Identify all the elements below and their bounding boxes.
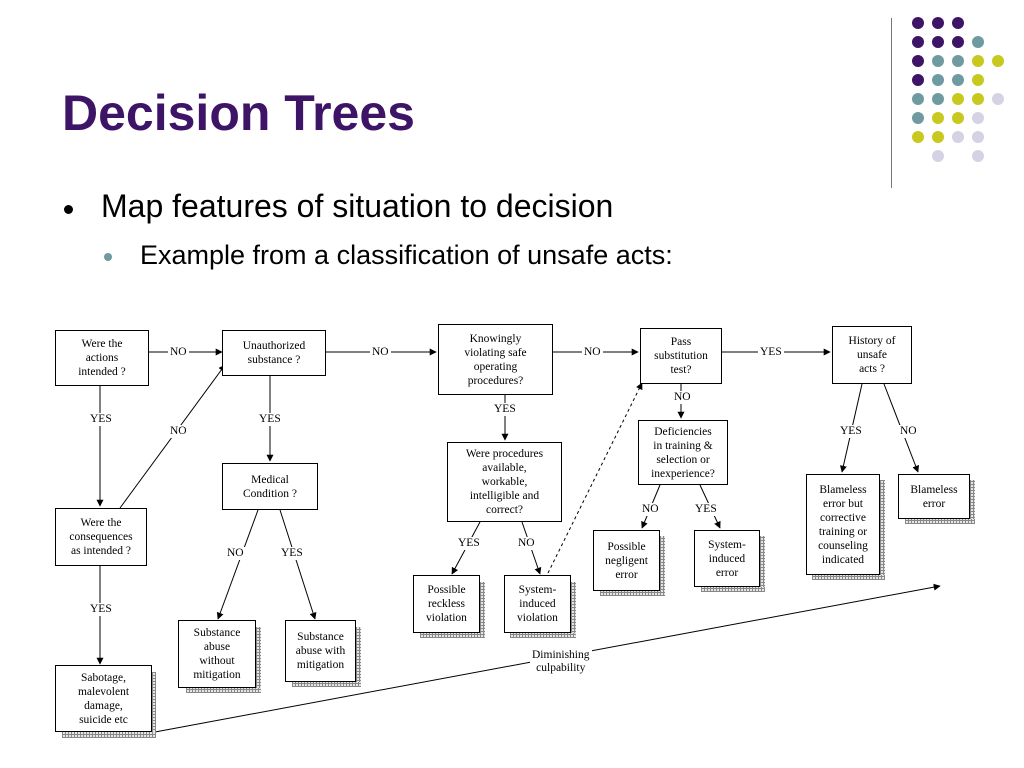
dot-icon [972,36,984,48]
dot-icon [912,93,924,105]
edge-label-yes: YES [257,413,283,426]
edge-label-yes: YES [88,603,114,616]
outcome-possible-reckless-violation: Possible reckless violation [413,575,480,633]
box-shadow [571,582,576,638]
edge-label-no: NO [168,425,189,438]
outcome-substance-abuse-without-mitigation: Substance abuse without mitigation [178,620,256,688]
box-shadow [905,519,975,524]
outcome-sabotage: Sabotage, malevolent damage, suicide etc [55,665,152,732]
outcome-system-induced-violation: System- induced violation [504,575,571,633]
dot-icon [932,150,944,162]
node-medical-condition: Medical Condition ? [222,463,318,510]
dot-icon [952,17,964,29]
box-shadow [186,688,261,693]
dot-icon [972,150,984,162]
node-history-unsafe-acts: History of unsafe acts ? [832,326,912,384]
dot-icon [992,55,1004,67]
outcome-substance-abuse-with-mitigation: Substance abuse with mitigation [285,620,356,682]
dot-icon [912,112,924,124]
dot-icon [932,55,944,67]
bullet-dot-icon [64,205,73,214]
dot-icon [972,112,984,124]
dot-icon [932,36,944,48]
node-knowingly-violating: Knowingly violating safe operating proce… [438,324,553,395]
edge-label-no: NO [370,346,391,359]
dot-icon [952,36,964,48]
box-shadow [420,633,485,638]
dot-icon [972,55,984,67]
dot-icon [952,93,964,105]
box-shadow [356,627,361,687]
dot-icon [952,55,964,67]
box-shadow [62,732,156,738]
dot-icon [912,55,924,67]
outcome-system-induced-error: System- induced error [694,530,760,587]
box-shadow [812,575,885,580]
edge-label-yes: YES [456,537,482,550]
dot-icon [932,93,944,105]
edge-label-yes: YES [279,547,305,560]
dot-icon [912,36,924,48]
box-shadow [292,682,361,687]
dot-icon [972,74,984,86]
edge-label-no: NO [168,346,189,359]
edge-label-yes: YES [838,425,864,438]
box-shadow [760,536,765,592]
dot-icon [912,74,924,86]
dot-icon [912,131,924,143]
node-unauthorized-substance: Unauthorized substance ? [222,330,326,376]
outcome-blameless-error: Blameless error [898,474,970,519]
box-shadow [880,480,885,580]
node-consequences-intended: Were the consequences as intended ? [55,508,147,566]
box-shadow [660,536,665,596]
edge-label-yes: YES [693,503,719,516]
dot-icon [952,74,964,86]
box-shadow [970,480,975,524]
edge-label-no: NO [672,391,693,404]
bullet-dot-icon [104,253,112,261]
dot-icon [952,131,964,143]
box-shadow [152,672,156,736]
edge-label-yes: YES [492,403,518,416]
box-shadow [480,582,485,638]
box-shadow [600,591,665,596]
node-pass-substitution-test: Pass substitution test? [640,328,722,384]
edge-label-yes: YES [88,413,114,426]
edge-label-no: NO [898,425,919,438]
dot-icon [932,74,944,86]
dot-icon [932,112,944,124]
edge-label-no: NO [225,547,246,560]
edge-label-no: NO [516,537,537,550]
node-procedures-available: Were procedures available, workable, int… [447,442,562,522]
dot-icon [912,17,924,29]
edge-label-yes: YES [758,346,784,359]
dot-icon [972,93,984,105]
decorative-divider-line [891,18,892,188]
slide-title: Decision Trees [62,85,415,141]
box-shadow [510,633,576,638]
dot-icon [952,112,964,124]
diminishing-culpability-label: Diminishing culpability [530,649,592,675]
box-shadow [256,627,261,692]
node-actions-intended: Were the actions intended ? [55,330,149,386]
bullet-text-2: Example from a classification of unsafe … [140,240,673,270]
dot-icon [932,17,944,29]
edge-label-no: NO [582,346,603,359]
bullet-text-1: Map features of situation to decision [101,188,614,224]
box-shadow [701,587,765,592]
outcome-possible-negligent-error: Possible negligent error [593,530,660,591]
node-deficiencies-training: Deficiencies in training & selection or … [638,420,728,485]
dot-icon [932,131,944,143]
dot-icon [992,93,1004,105]
dot-icon [972,131,984,143]
edge-label-no: NO [640,503,661,516]
outcome-blameless-error-corrective: Blameless error but corrective training … [806,474,880,575]
